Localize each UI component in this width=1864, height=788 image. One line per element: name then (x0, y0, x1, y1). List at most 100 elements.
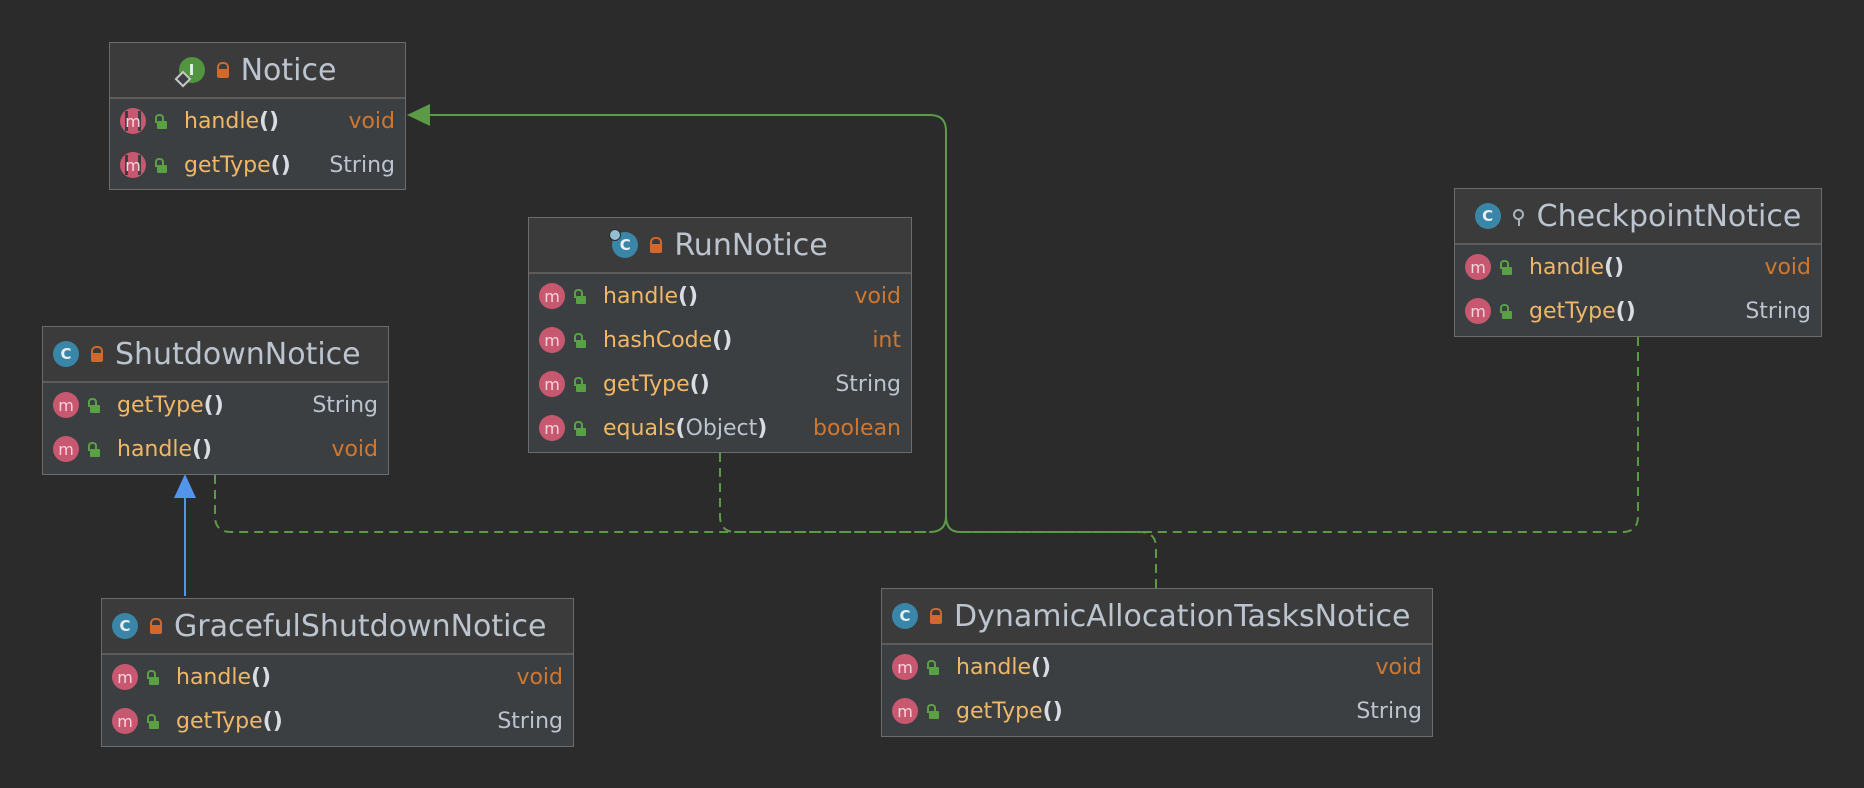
edge-shutdown-implements-notice (214, 475, 930, 533)
method-icon: m (53, 392, 79, 418)
class-box-graceful-shutdown-notice[interactable]: C GracefulShutdownNotice m handle() void… (101, 598, 574, 747)
class-box-notice[interactable]: I Notice m handle() void m getType() Str… (109, 42, 406, 190)
class-icon: C (1474, 203, 1501, 229)
return-type: String (1745, 298, 1811, 324)
method-name: getType() (956, 698, 1063, 724)
method-icon: m (539, 327, 565, 353)
return-type: void (854, 283, 901, 309)
method-name: hashCode() (603, 327, 733, 353)
method-icon: m (539, 415, 565, 441)
class-box-run-notice[interactable]: C RunNotice m handle() void m hashCode()… (528, 217, 912, 453)
method-row[interactable]: m handle() void (43, 427, 388, 471)
private-lock-icon (648, 236, 664, 254)
abstract-method-icon: m (120, 152, 146, 178)
method-icon: m (892, 654, 918, 680)
method-name: handle() (176, 664, 272, 690)
class-header: C GracefulShutdownNotice (102, 599, 573, 655)
public-unlock-icon (146, 712, 162, 730)
method-row[interactable]: m getType() String (43, 383, 388, 427)
public-unlock-icon (154, 156, 170, 174)
class-header: C ShutdownNotice (43, 327, 388, 383)
private-lock-icon (215, 61, 231, 79)
class-header: I Notice (110, 43, 405, 99)
abstract-class-icon: C (609, 229, 639, 258)
public-unlock-icon (573, 287, 589, 305)
method-icon: m (1465, 254, 1491, 280)
return-type: void (348, 108, 395, 134)
return-type: void (1764, 254, 1811, 280)
method-name: getType() (1529, 298, 1636, 324)
method-icon: m (892, 698, 918, 724)
method-row[interactable]: m equals(Object) boolean (529, 406, 911, 450)
class-icon: C (892, 603, 918, 629)
method-row[interactable]: m handle() void (110, 99, 405, 143)
return-type: void (331, 436, 378, 462)
public-unlock-icon (87, 396, 103, 414)
private-lock-icon (148, 617, 164, 635)
extends-arrowhead (174, 474, 196, 498)
class-header: C DynamicAllocationTasksNotice (882, 589, 1432, 645)
class-header: C CheckpointNotice (1455, 189, 1821, 245)
edge-checkpoint-implements-notice (960, 337, 1639, 533)
method-icon: m (112, 664, 138, 690)
method-icon: m (53, 436, 79, 462)
method-icon: m (1465, 298, 1491, 324)
return-type: void (1375, 654, 1422, 680)
return-type: int (872, 327, 901, 353)
public-unlock-icon (573, 331, 589, 349)
public-unlock-icon (1499, 302, 1515, 320)
class-name: ShutdownNotice (115, 336, 361, 372)
return-type: String (1356, 698, 1422, 724)
method-row[interactable]: m handle() void (1455, 245, 1821, 289)
return-type: String (329, 152, 395, 178)
public-unlock-icon (926, 658, 942, 676)
method-row[interactable]: m handle() void (882, 645, 1432, 689)
method-row[interactable]: m getType() String (882, 689, 1432, 733)
return-type: String (835, 371, 901, 397)
class-name: DynamicAllocationTasksNotice (954, 598, 1411, 634)
method-name: handle() (956, 654, 1052, 680)
method-row[interactable]: m getType() String (110, 143, 405, 187)
class-header: C RunNotice (529, 218, 911, 274)
class-name: Notice (240, 52, 337, 88)
return-type: boolean (813, 415, 901, 441)
public-unlock-icon (573, 419, 589, 437)
method-name: getType() (176, 708, 283, 734)
public-unlock-icon (573, 375, 589, 393)
class-name: GracefulShutdownNotice (174, 608, 547, 644)
implements-arrowhead (407, 104, 430, 126)
class-name: RunNotice (674, 227, 828, 263)
class-box-checkpoint-notice[interactable]: C CheckpointNotice m handle() void m get… (1454, 188, 1822, 337)
class-icon: C (112, 613, 138, 639)
method-name: getType() (603, 371, 710, 397)
method-row[interactable]: m getType() String (102, 699, 573, 743)
method-name: equals(Object) (603, 415, 768, 441)
private-lock-icon (89, 345, 105, 363)
method-name: handle() (184, 108, 280, 134)
class-name: CheckpointNotice (1536, 198, 1802, 234)
method-row[interactable]: m hashCode() int (529, 318, 911, 362)
method-row[interactable]: m getType() String (1455, 289, 1821, 333)
class-icon: C (53, 341, 79, 367)
method-icon: m (539, 283, 565, 309)
class-box-dynamic-allocation-tasks-notice[interactable]: C DynamicAllocationTasksNotice m handle(… (881, 588, 1433, 737)
method-row[interactable]: m getType() String (529, 362, 911, 406)
public-unlock-icon (87, 440, 103, 458)
public-unlock-icon (926, 702, 942, 720)
edge-dynamic-implements-notice (960, 531, 1157, 588)
method-name: getType() (184, 152, 291, 178)
public-unlock-icon (1499, 258, 1515, 276)
method-name: handle() (603, 283, 699, 309)
method-name: getType() (117, 392, 224, 418)
method-name: handle() (117, 436, 213, 462)
method-name: handle() (1529, 254, 1625, 280)
class-box-shutdown-notice[interactable]: C ShutdownNotice m getType() String m ha… (42, 326, 389, 475)
abstract-method-icon: m (120, 108, 146, 134)
interface-icon: I (174, 57, 205, 88)
return-type: void (516, 664, 563, 690)
edge-runnotice-implements-notice (719, 453, 930, 533)
method-row[interactable]: m handle() void (529, 274, 911, 318)
method-row[interactable]: m handle() void (102, 655, 573, 699)
private-lock-icon (928, 607, 944, 625)
